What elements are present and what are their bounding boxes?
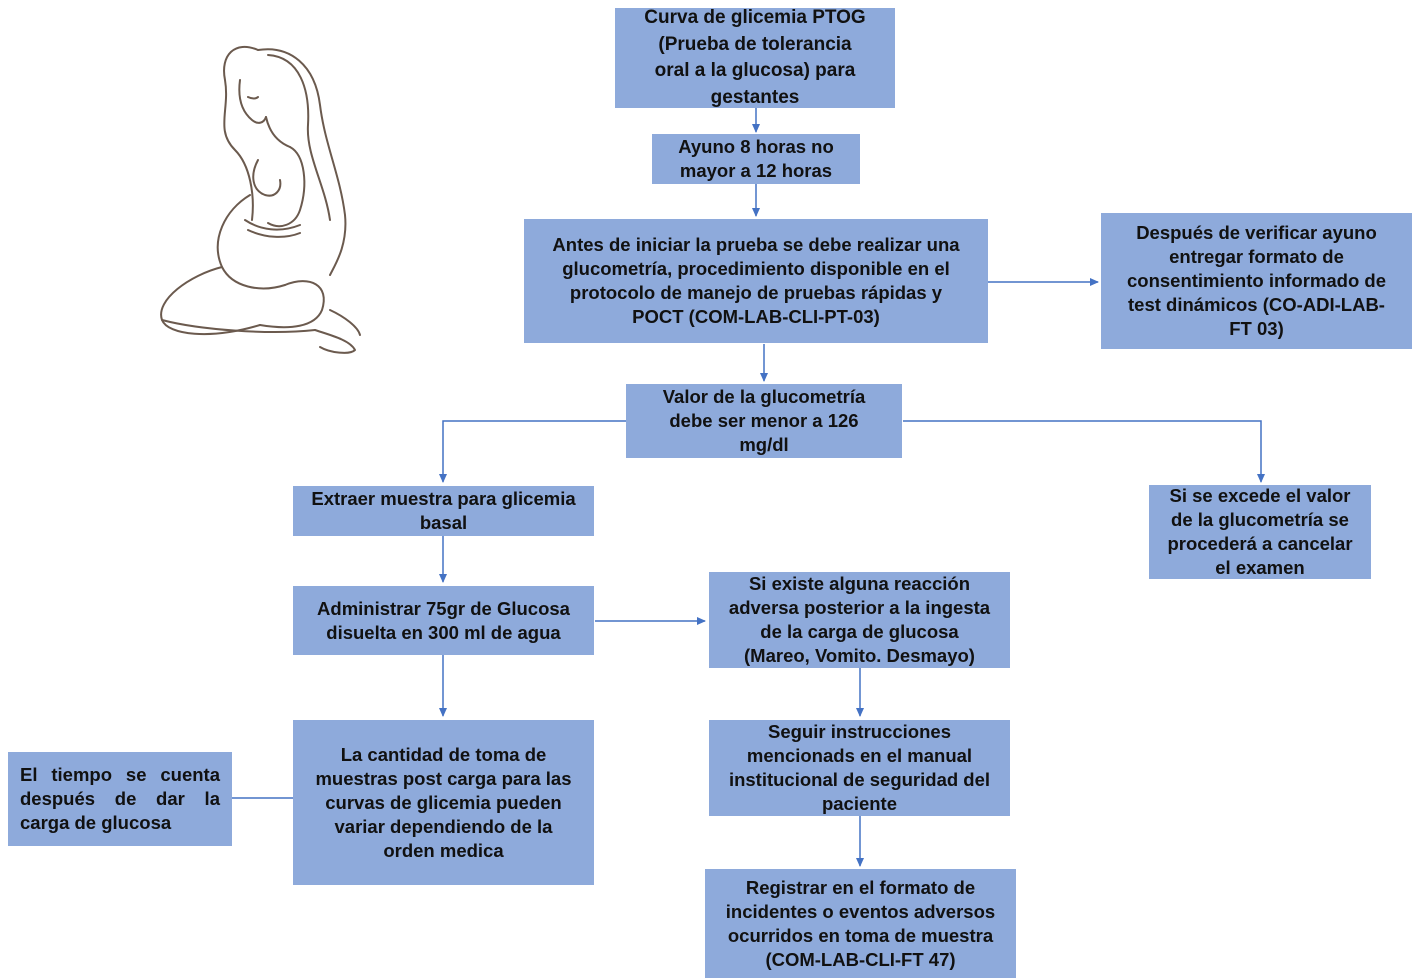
time-note-box: El tiempo se cuenta después de dar la ca… xyxy=(8,752,232,846)
fasting-box: Ayuno 8 horas no mayor a 12 horas xyxy=(652,134,860,184)
pregnant-woman-icon xyxy=(160,45,361,354)
glucometry-box: Antes de iniciar la prueba se debe reali… xyxy=(524,219,988,343)
safety-instructions-box: Seguir instrucciones mencionads en el ma… xyxy=(709,720,1010,816)
administer-box: Administrar 75gr de Glucosa disuelta en … xyxy=(293,586,594,655)
title-box: Curva de glicemia PTOG (Prueba de tolera… xyxy=(615,7,895,108)
samples-quantity-box: La cantidad de toma de muestras post car… xyxy=(293,720,594,885)
consent-box: Después de verificar ayuno entregar form… xyxy=(1101,213,1412,349)
basal-sample-box: Extraer muestra para glicemia basal xyxy=(293,486,594,536)
cancel-box: Si se excede el valor de la glucometría … xyxy=(1149,485,1371,579)
register-incident-box: Registrar en el formato de incidentes o … xyxy=(705,869,1016,978)
value-check-box: Valor de la glucometría debe ser menor a… xyxy=(626,384,902,458)
adverse-reaction-box: Si existe alguna reacción adversa poster… xyxy=(709,572,1010,668)
arrow-value-to-basal xyxy=(439,420,626,483)
arrow-value-to-cancel xyxy=(903,420,1265,483)
